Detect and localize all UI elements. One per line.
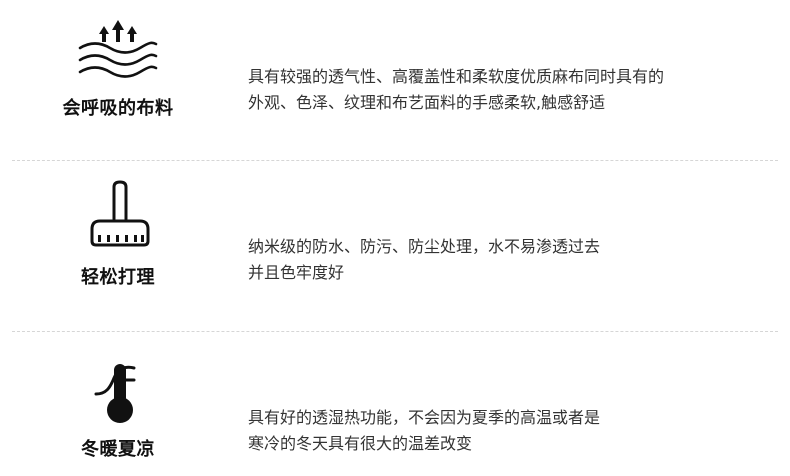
breathable-fabric-icon bbox=[68, 18, 168, 98]
feature-description: 纳米级的防水、防污、防尘处理，水不易渗透过去 并且色牢度好 bbox=[248, 234, 768, 286]
feature-easy-care: 轻松打理 纳米级的防水、防污、防尘处理，水不易渗透过去 并且色牢度好 bbox=[0, 161, 790, 331]
section-divider bbox=[12, 331, 778, 332]
description-line: 具有较强的透气性、高覆盖性和柔软度优质麻布同时具有的 bbox=[248, 67, 665, 86]
description-line: 外观、色泽、纹理和布艺面料的手感柔软,触感舒适 bbox=[248, 93, 606, 112]
feature-description: 具有较强的透气性、高覆盖性和柔软度优质麻布同时具有的 外观、色泽、纹理和布艺面料… bbox=[248, 64, 768, 116]
section-divider bbox=[12, 160, 778, 161]
feature-title: 轻松打理 bbox=[81, 267, 155, 288]
cleaning-brush-icon bbox=[68, 179, 168, 259]
feature-breathable: 会呼吸的布料 具有较强的透气性、高覆盖性和柔软度优质麻布同时具有的 外观、色泽、… bbox=[0, 0, 790, 160]
thermometer-icon bbox=[68, 360, 168, 440]
feature-title: 会呼吸的布料 bbox=[62, 98, 174, 119]
feature-title: 冬暖夏凉 bbox=[81, 439, 155, 460]
feature-thermal: 冬暖夏凉 具有好的透湿热功能，不会因为夏季的高温或者是 寒冷的冬天具有很大的温差… bbox=[0, 332, 790, 476]
description-line: 纳米级的防水、防污、防尘处理，水不易渗透过去 bbox=[248, 237, 601, 256]
description-line: 寒冷的冬天具有很大的温差改变 bbox=[248, 434, 473, 453]
description-line: 具有好的透湿热功能，不会因为夏季的高温或者是 bbox=[248, 408, 601, 427]
feature-description: 具有好的透湿热功能，不会因为夏季的高温或者是 寒冷的冬天具有很大的温差改变 bbox=[248, 405, 768, 457]
description-line: 并且色牢度好 bbox=[248, 263, 345, 282]
